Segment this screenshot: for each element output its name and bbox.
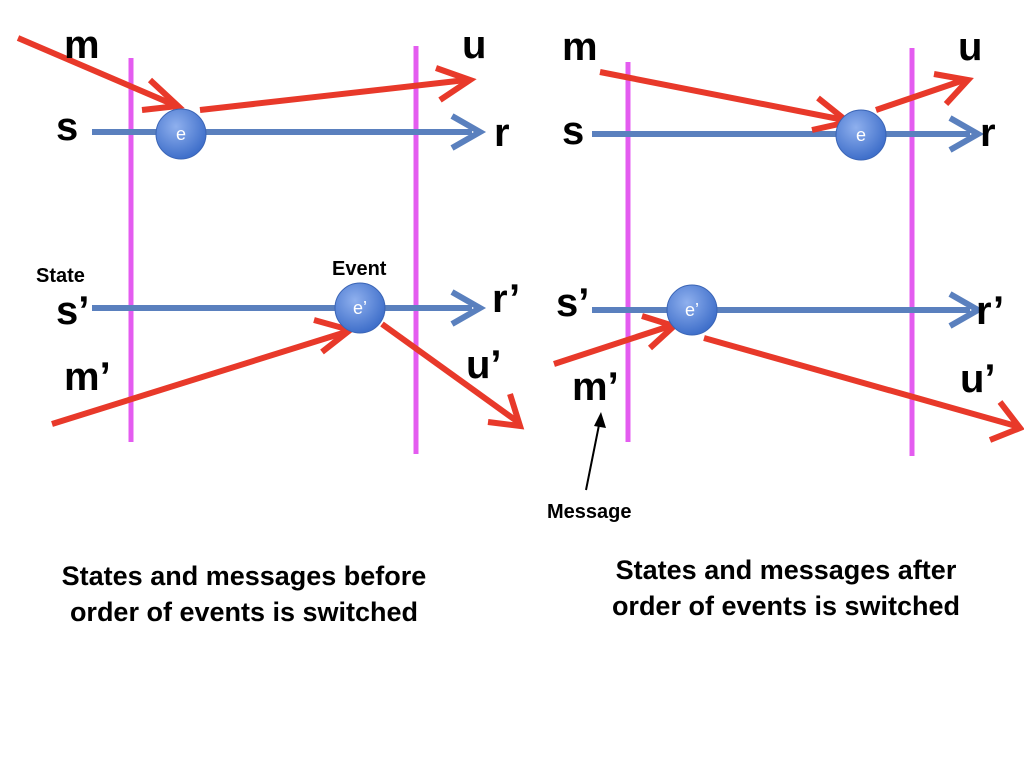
right-label-s: s (562, 109, 584, 153)
right-label-u-prime: u’ (960, 357, 996, 401)
left-label-s: s (56, 105, 78, 149)
left-label-u-prime: u’ (466, 343, 502, 387)
right-message-arrow-m-e (599, 69, 855, 133)
right-label-m-prime: m’ (572, 365, 619, 409)
right-state-arrow-s-r (592, 115, 985, 153)
left-event-e-prime: e’ (334, 282, 386, 334)
right-label-r: r (980, 111, 996, 155)
left-label-u: u (462, 23, 486, 67)
right-panel: e e’ m u s r s’ r’ m’ u’ Message (547, 25, 1024, 523)
right-caption-line-1: States and messages after (615, 555, 957, 585)
right-message-arrow-e-u (875, 71, 974, 113)
left-message-arrow-e2-u2 (380, 321, 525, 430)
right-message-arrow-e2-u2 (703, 335, 1024, 443)
left-caption-line-1: States and messages before (61, 561, 427, 591)
svg-text:e: e (176, 124, 186, 144)
left-label-m: m (64, 23, 100, 67)
left-label-r-prime: r’ (492, 277, 520, 321)
right-message-pointer-arrow (585, 412, 606, 491)
left-event-e: e (155, 108, 207, 160)
svg-text:e: e (856, 125, 866, 145)
right-event-e: e (835, 109, 887, 161)
left-message-arrow-e-u (199, 65, 477, 113)
right-label-r-prime: r’ (976, 289, 1004, 333)
left-label-s-prime: s’ (56, 289, 89, 333)
svg-text:e’: e’ (685, 300, 699, 320)
left-caption: States and messages before order of even… (14, 558, 474, 630)
left-state-arrow-s-r (92, 113, 487, 151)
svg-text:e’: e’ (353, 298, 367, 318)
left-label-event: Event (332, 258, 387, 280)
left-message-arrow-m-e (16, 35, 185, 113)
left-state-arrow-s2-r2 (92, 289, 487, 327)
left-label-m-prime: m’ (64, 355, 111, 399)
left-panel: e e’ m u s r State Event s’ r’ m’ u’ (16, 23, 525, 454)
left-caption-line-2: order of events is switched (69, 597, 419, 627)
right-label-u: u (958, 25, 982, 69)
right-label-message: Message (547, 501, 632, 523)
right-label-m: m (562, 25, 598, 69)
right-caption-line-2: order of events is switched (611, 591, 961, 621)
right-label-s-prime: s’ (556, 281, 589, 325)
right-event-e-prime: e’ (666, 284, 718, 336)
right-state-arrow-s2-r2 (592, 291, 985, 329)
left-label-state: State (36, 265, 85, 287)
right-caption: States and messages after order of event… (556, 552, 1016, 624)
left-label-r: r (494, 111, 510, 155)
